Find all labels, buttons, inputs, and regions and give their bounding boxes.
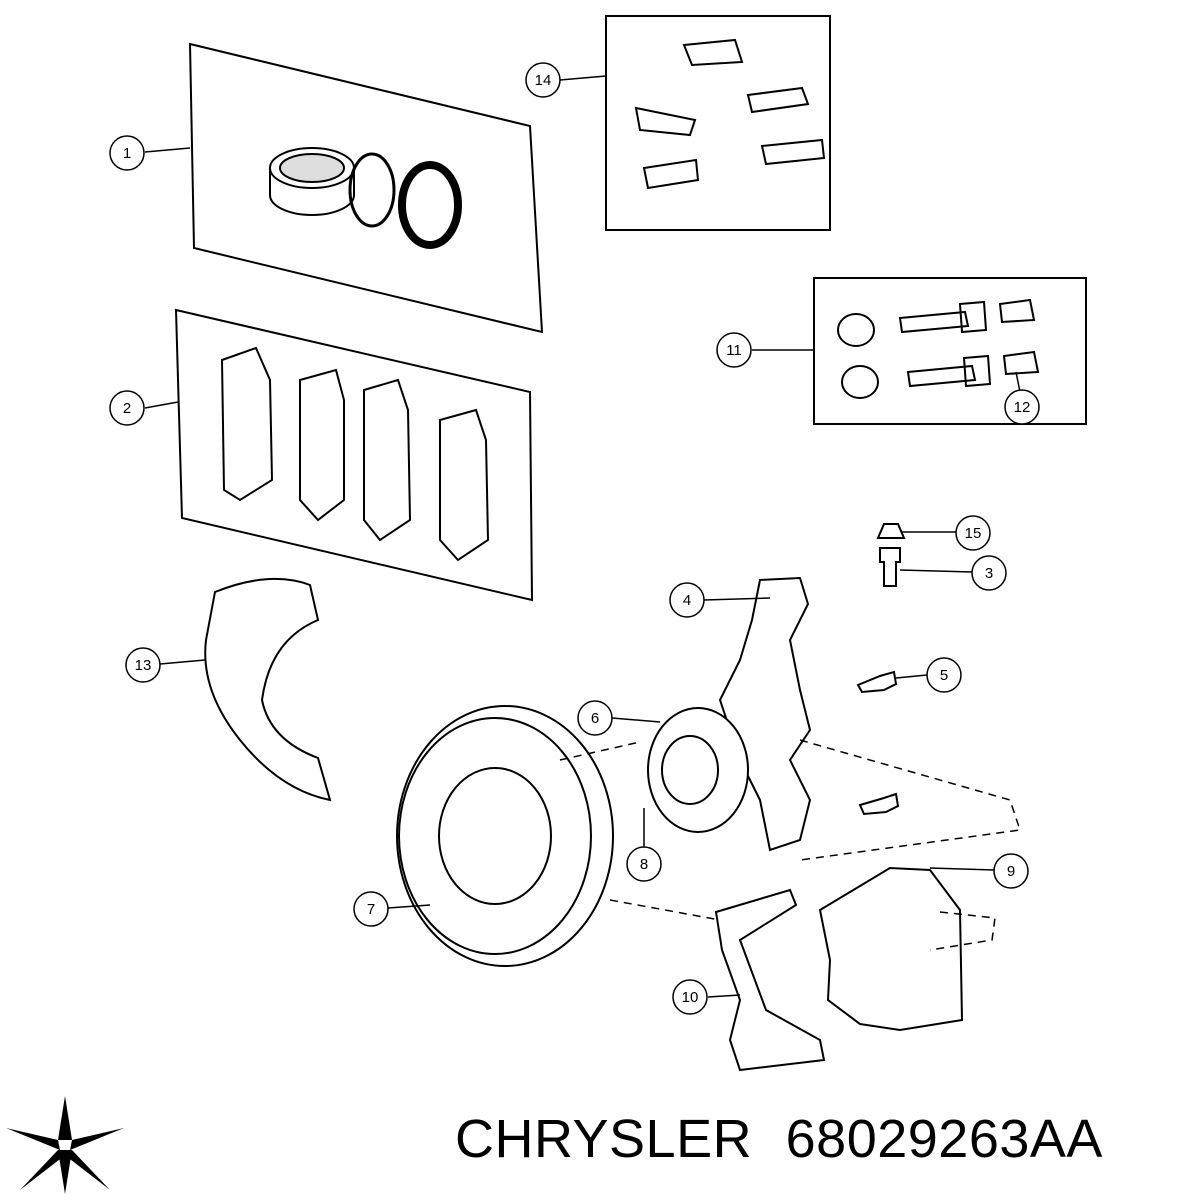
callout-label: 14 <box>535 72 552 89</box>
callout-label: 5 <box>940 667 948 684</box>
callout-12: 12 <box>1004 389 1040 425</box>
callout-3: 3 <box>971 555 1007 591</box>
callout-label: 10 <box>682 989 699 1006</box>
steering-knuckle <box>718 576 812 852</box>
piston-dust-seal <box>398 161 462 249</box>
brand-name: CHRYSLER <box>455 1109 753 1169</box>
callout-label: 3 <box>985 565 993 582</box>
callout-10: 10 <box>672 979 708 1015</box>
callout-9: 9 <box>993 853 1029 889</box>
piston-seal-kit-panel <box>188 42 544 334</box>
knuckle-bolt-lower <box>858 792 900 816</box>
brake-pad-set <box>220 346 490 562</box>
callout-label: 15 <box>965 525 982 542</box>
callout-label: 7 <box>367 901 375 918</box>
bleeder-screw <box>879 547 901 587</box>
callout-14: 14 <box>525 62 561 98</box>
callout-13: 13 <box>125 647 161 683</box>
callout-11: 11 <box>716 332 752 368</box>
pad-clips <box>634 38 826 190</box>
callouts: 1 2 3 4 5 6 7 8 9 10 11 12 13 14 15 <box>109 62 1040 1015</box>
callout-4: 4 <box>669 582 705 618</box>
callout-15: 15 <box>955 515 991 551</box>
callout-label: 4 <box>683 592 691 609</box>
callout-label: 12 <box>1014 399 1031 416</box>
callout-2: 2 <box>109 390 145 426</box>
callout-label: 13 <box>135 657 152 674</box>
callout-label: 1 <box>123 145 131 162</box>
callout-6: 6 <box>577 700 613 736</box>
knuckle-bolt-upper <box>856 670 898 694</box>
part-number: 68029263AA <box>785 1109 1103 1169</box>
callout-8: 8 <box>626 846 662 882</box>
callout-label: 8 <box>640 856 648 873</box>
assembly-lines <box>559 739 1021 951</box>
brake-caliper <box>818 866 964 1032</box>
wheel-hub <box>647 707 749 833</box>
callout-label: 6 <box>591 710 599 727</box>
pentastar-icon <box>6 1096 124 1194</box>
part-caption: CHRYSLER 68029263AA <box>455 1108 1103 1170</box>
brake-rotor <box>396 705 614 967</box>
bleeder-cap <box>876 523 906 539</box>
callout-label: 11 <box>726 342 742 359</box>
caliper-bracket <box>714 888 826 1072</box>
callout-7: 7 <box>353 891 389 927</box>
dust-shield <box>204 577 332 802</box>
piston-ring <box>348 152 396 228</box>
callout-5: 5 <box>926 657 962 693</box>
callout-label: 2 <box>123 400 131 417</box>
callout-label: 9 <box>1007 863 1015 880</box>
guide-pin-kit-panel <box>813 277 1087 425</box>
leader-lines <box>144 75 1021 998</box>
callout-1: 1 <box>109 135 145 171</box>
guide-pins <box>837 298 1040 399</box>
